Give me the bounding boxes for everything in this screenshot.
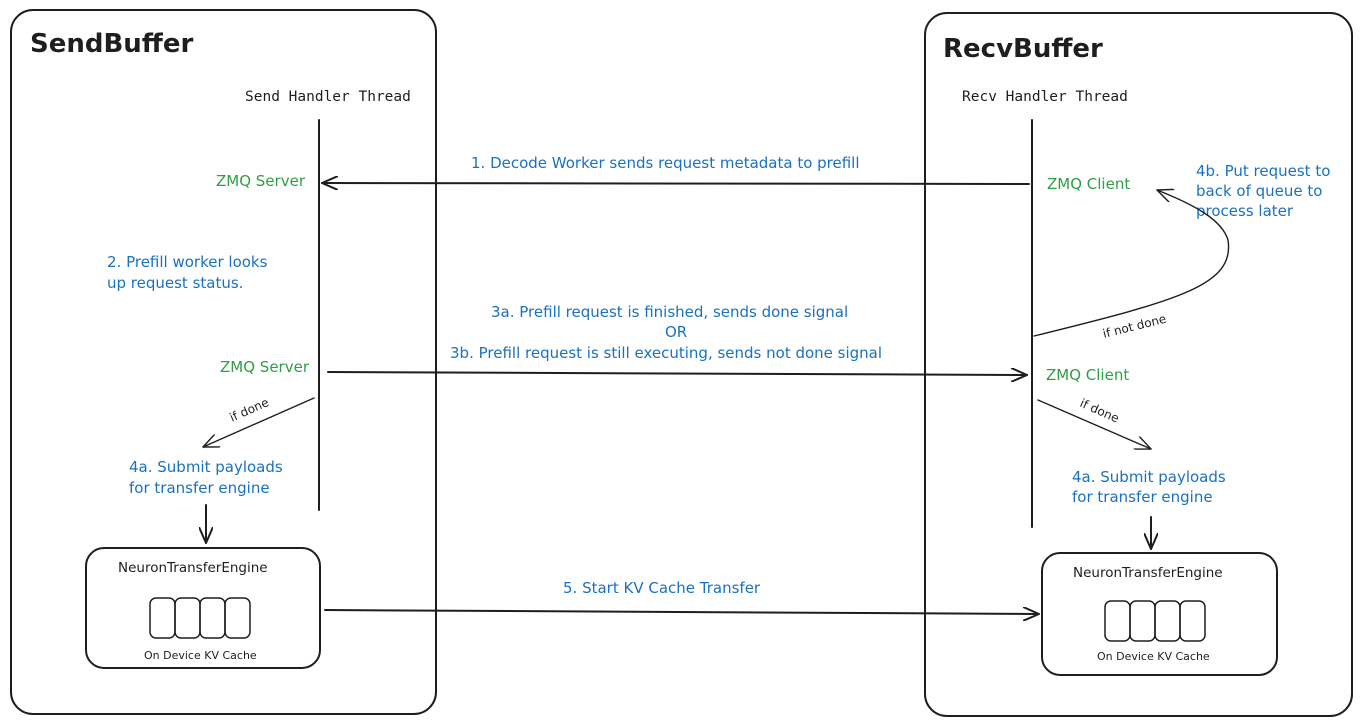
- recv-kv-block-4: [1179, 600, 1206, 642]
- recv-if-done-arrow: [1037, 399, 1152, 449]
- step3a-label: 3a. Prefill request is finished, sends d…: [491, 303, 848, 321]
- send-kv-block-3: [199, 597, 226, 639]
- send-buffer-title: SendBuffer: [30, 29, 194, 59]
- send-buffer-panel: [10, 9, 437, 715]
- send-kv-block-1: [149, 597, 176, 639]
- send-transfer-engine-box: [85, 547, 321, 669]
- send-if-done-arrow: [202, 397, 315, 448]
- recv-step4a-line-1: 4a. Submit payloads: [1072, 468, 1226, 486]
- step1-arrow: [321, 183, 1030, 184]
- send-kv-cache-blocks: [149, 597, 251, 639]
- recv-if-not-done-arrow: [1033, 190, 1230, 337]
- recv-zmq-client-top: ZMQ Client: [1047, 175, 1130, 193]
- step5-arrow: [324, 610, 1040, 614]
- recv-step4a-line-2: for transfer engine: [1072, 488, 1213, 506]
- send-step4a-line-1: 4a. Submit payloads: [129, 458, 283, 476]
- recv-kv-block-2: [1129, 600, 1156, 642]
- step4b-label: 4b. Put request to back of queue to proc…: [1196, 162, 1335, 220]
- recv-engine-title: NeuronTransferEngine: [1073, 565, 1223, 581]
- step3b-label: 3b. Prefill request is still executing, …: [450, 344, 882, 362]
- recv-kv-cache-blocks: [1104, 600, 1206, 642]
- recv-buffer-title: RecvBuffer: [943, 34, 1103, 64]
- recv-kv-block-3: [1154, 600, 1181, 642]
- recv-cache-label: On Device KV Cache: [1097, 650, 1210, 663]
- recv-handler-thread-title: Recv Handler Thread: [962, 89, 1128, 105]
- send-zmq-server-mid: ZMQ Server: [220, 358, 310, 376]
- step4b-line-2: back of queue to: [1196, 182, 1322, 200]
- step2-label: 2. Prefill worker looks up request statu…: [107, 253, 272, 292]
- step1-label: 1. Decode Worker sends request metadata …: [471, 154, 860, 172]
- send-handler-thread-title: Send Handler Thread: [245, 89, 411, 105]
- send-step4a-label: 4a. Submit payloads for transfer engine: [129, 458, 288, 497]
- step4b-line-3: process later: [1196, 202, 1294, 220]
- step2-line-1: 2. Prefill worker looks: [107, 253, 268, 271]
- recv-kv-block-1: [1104, 600, 1131, 642]
- recv-buffer-panel: [924, 12, 1353, 717]
- recv-zmq-client-mid: ZMQ Client: [1046, 366, 1129, 384]
- send-step4a-line-2: for transfer engine: [129, 479, 270, 497]
- recv-step4a-label: 4a. Submit payloads for transfer engine: [1072, 468, 1231, 506]
- send-engine-title: NeuronTransferEngine: [118, 560, 268, 576]
- send-kv-block-4: [224, 597, 251, 639]
- step3-arrow: [327, 372, 1028, 375]
- step5-label: 5. Start KV Cache Transfer: [563, 579, 761, 597]
- step2-line-2: up request status.: [107, 274, 243, 292]
- recv-transfer-engine-box: [1041, 552, 1278, 676]
- send-kv-block-2: [174, 597, 201, 639]
- send-zmq-server-top: ZMQ Server: [216, 172, 306, 190]
- step3-or-label: OR: [665, 323, 687, 341]
- recv-if-done-label: if done: [1078, 396, 1121, 426]
- step4b-line-1: 4b. Put request to: [1196, 162, 1330, 180]
- send-cache-label: On Device KV Cache: [144, 649, 257, 662]
